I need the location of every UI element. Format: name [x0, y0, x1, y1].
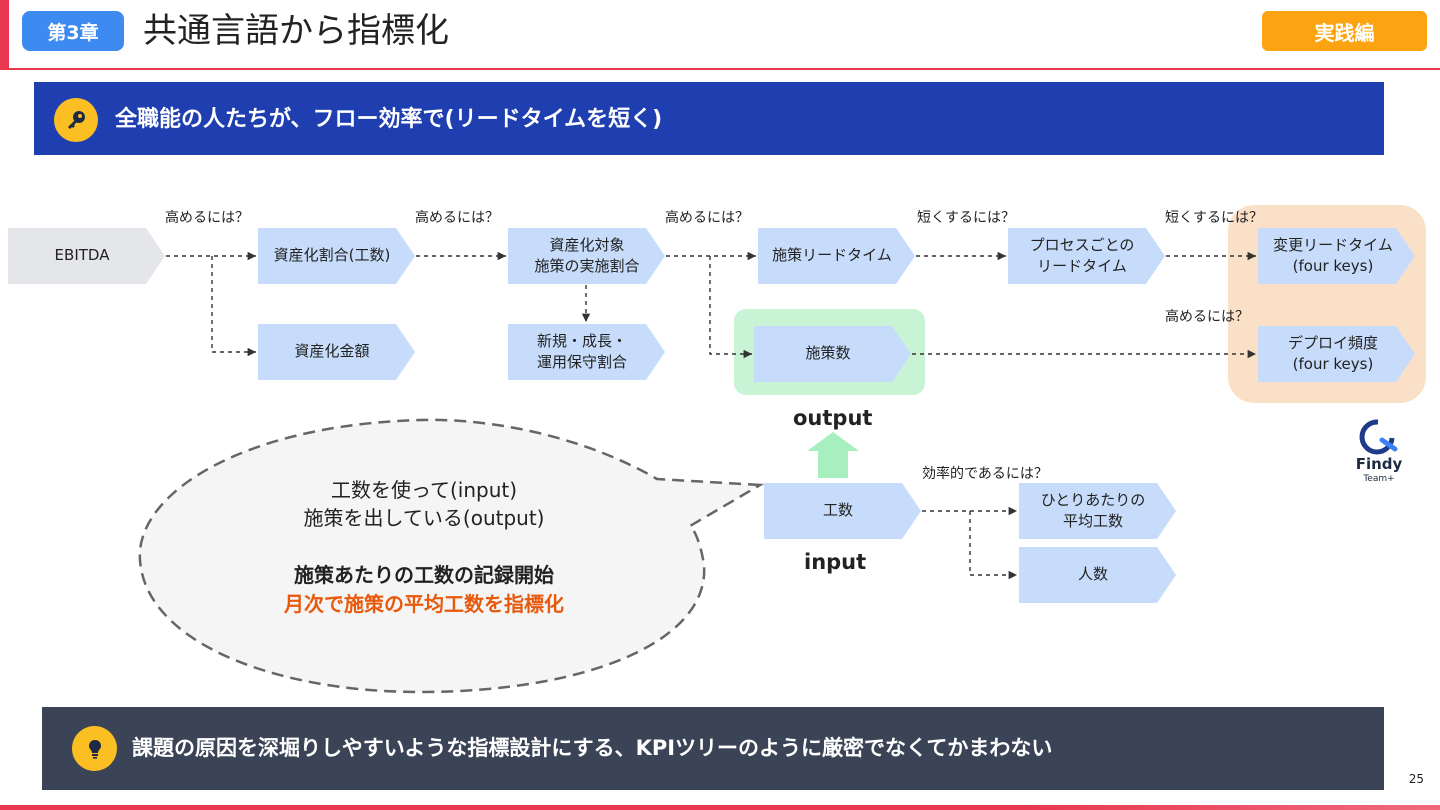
node-target-ratio-label: 資産化対象施策の実施割合: [534, 236, 640, 275]
edge-label-efficient: 効率的であるには？: [922, 466, 1048, 482]
edge-label-raise-4: 高めるには？: [1165, 309, 1249, 325]
bubble-line-3: 施策あたりの工数の記録開始: [294, 563, 554, 587]
speech-bubble: [138, 418, 765, 694]
lightbulb-icon: [72, 726, 117, 771]
node-deploy-frequency-label: デプロイ頻度(four keys): [1287, 334, 1378, 373]
tip-banner: [42, 707, 1384, 790]
bubble-line-2: 施策を出している(output): [303, 506, 545, 530]
left-accent-bar: [0, 0, 9, 68]
page-number: 25: [1408, 772, 1424, 786]
findy-logo-sub: Team+: [1363, 474, 1395, 484]
edge-effort-headcount: [969, 511, 1017, 580]
node-headcount-label: 人数: [1077, 565, 1108, 583]
node-measure-count-label: 施策数: [805, 344, 851, 362]
edge-label-shorten-2: 短くするには？: [1165, 210, 1263, 226]
node-effort-label: 工数: [822, 501, 853, 519]
node-lead-time-label: 施策リードタイム: [772, 246, 892, 264]
key-icon: [54, 98, 98, 142]
node-process-lead-time: [1008, 228, 1165, 284]
node-change-lead-time: [1258, 228, 1415, 284]
edge-ebitda-capital-amount: [211, 256, 256, 357]
node-change-lead-time-label: 変更リードタイム(four keys): [1273, 236, 1393, 275]
node-new-growth: [508, 324, 665, 380]
key-message-text: 全職能の人たちが、フロー効率で(リードタイムを短く): [115, 107, 663, 132]
node-effort: [764, 483, 921, 539]
node-ebitda-label: EBITDA: [54, 246, 110, 264]
bubble-line-1: 工数を使って(input): [330, 478, 518, 502]
page-title: 共通言語から指標化: [143, 11, 449, 51]
output-label: output: [793, 406, 873, 430]
node-per-person-effort: [1019, 483, 1176, 539]
node-capital-amount-label: 資産化金額: [294, 342, 370, 360]
node-capital-amount: [258, 324, 415, 380]
node-capital-ratio-label: 資産化割合(工数): [273, 246, 391, 264]
chapter-badge: 第3章: [22, 11, 124, 51]
node-headcount: [1019, 547, 1176, 603]
findy-logo-icon: [1359, 419, 1398, 455]
node-capital-ratio: [258, 228, 415, 284]
node-process-lead-time-label: プロセスごとのリードタイム: [1029, 236, 1135, 275]
node-ebitda: [8, 228, 165, 284]
node-measure-count: [754, 326, 911, 382]
output-arrow: [807, 432, 859, 478]
header-divider: [0, 68, 1440, 70]
footer-accent-line: [0, 805, 1440, 810]
edition-badge: 実践編: [1262, 11, 1427, 51]
key-message-banner: [34, 82, 1384, 155]
edge-label-raise-3: 高めるには？: [665, 210, 749, 226]
findy-logo-name: Findy: [1355, 455, 1403, 473]
node-new-growth-label: 新規・成長・運用保守割合: [536, 332, 627, 371]
node-deploy-frequency: [1258, 326, 1415, 382]
edge-label-raise-1: 高めるには？: [165, 210, 249, 226]
input-label: input: [804, 550, 867, 574]
bubble-line-4: 月次で施策の平均工数を指標化: [284, 592, 564, 616]
node-per-person-effort-label: ひとりあたりの平均工数: [1040, 491, 1146, 530]
node-lead-time: [758, 228, 915, 284]
tip-text: 課題の原因を深堀りしやすいような指標設計にする、KPIツリーのように厳密でなくて…: [132, 736, 1053, 760]
node-target-ratio: [508, 228, 665, 284]
edge-label-raise-2: 高めるには？: [415, 210, 499, 226]
edge-target-measure-count: [709, 256, 752, 359]
edge-label-shorten-1: 短くするには？: [917, 210, 1015, 226]
